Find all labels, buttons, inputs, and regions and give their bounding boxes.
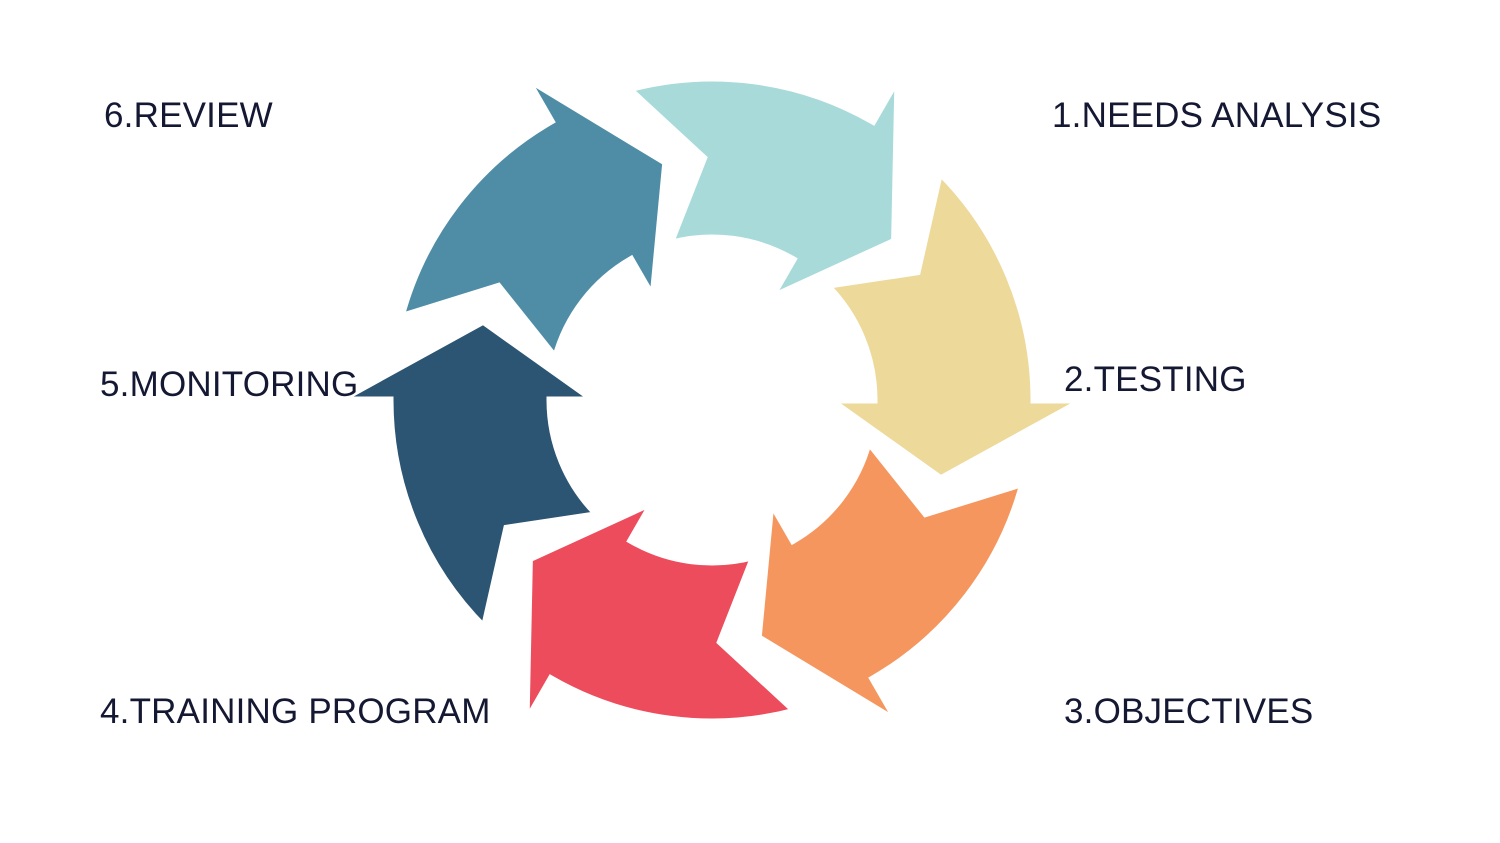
step-label-training-program: 4.TRAINING PROGRAM — [100, 692, 491, 731]
cycle-arrow-testing — [754, 434, 1029, 726]
step-label-needs-analysis: 1.NEEDS ANALYSIS — [1052, 96, 1382, 135]
cycle-arrow-review — [621, 74, 902, 306]
cycle-arrow-training-program — [338, 317, 605, 635]
cycle-arrow-monitoring — [395, 74, 670, 366]
cycle-arrow-needs-analysis — [819, 165, 1086, 483]
step-label-testing: 2.TESTING — [1064, 360, 1247, 399]
step-label-review: 6.REVIEW — [104, 96, 273, 135]
step-label-monitoring: 5.MONITORING — [100, 365, 359, 404]
cycle-arrow-objectives — [522, 494, 803, 726]
step-label-objectives: 3.OBJECTIVES — [1064, 692, 1314, 731]
